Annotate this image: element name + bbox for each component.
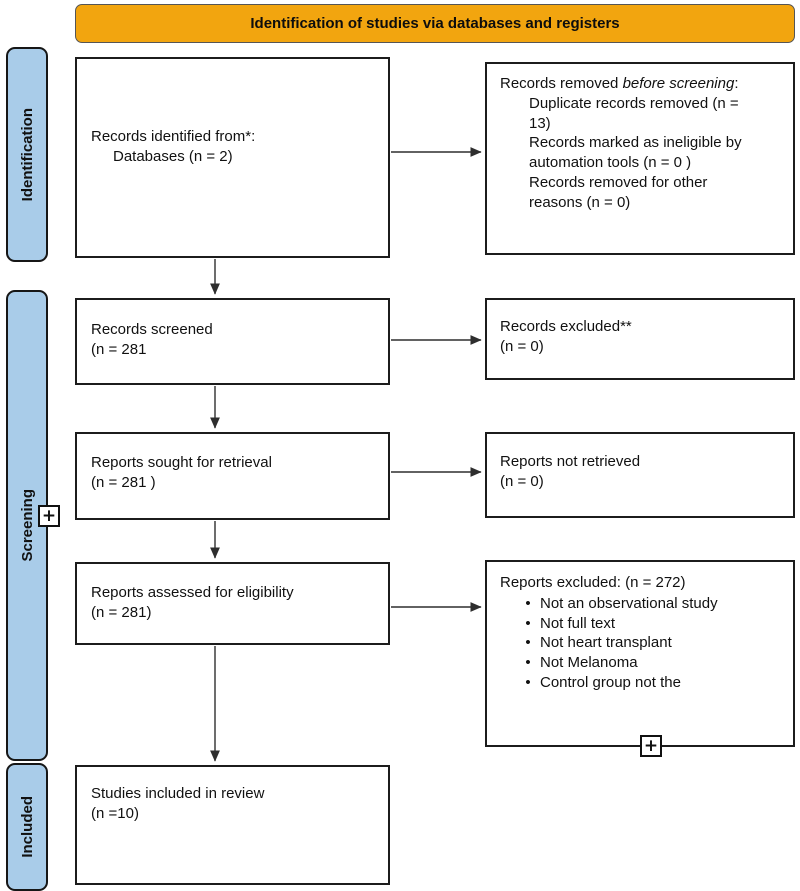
reports-not-retrieved-line2: (n = 0): [500, 473, 544, 490]
reports-sought-line2: (n = 281 ): [91, 474, 156, 491]
box-reports-not-retrieved: Reports not retrieved (n = 0): [485, 432, 795, 518]
records-screened-line2: (n = 281: [91, 340, 147, 358]
records-removed-intro: Records removed before screening:: [500, 75, 739, 92]
reports-assessed-line2: (n = 281): [91, 603, 152, 621]
reports-not-retrieved-line1: Reports not retrieved: [500, 453, 641, 471]
phase-label-screening-text: Screening: [18, 489, 36, 562]
expand-icon[interactable]: +: [640, 735, 662, 757]
diagram-title: Identification of studies via databases …: [250, 15, 620, 32]
records-excluded-line1: Records excluded**: [500, 318, 632, 336]
records-removed-item: Records marked as ineligible by automati…: [529, 134, 742, 172]
reports-excluded-title: Reports excluded: (n = 272): [500, 574, 686, 591]
diagram-title-banner: Identification of studies via databases …: [75, 4, 795, 43]
box-studies-included: Studies included in review (n =10): [75, 765, 390, 885]
bullet-icon: •: [525, 673, 531, 691]
reports-sought-line1: Reports sought for retrieval: [91, 454, 272, 472]
bullet-icon: •: [525, 614, 531, 632]
studies-included-line2: (n =10): [91, 804, 139, 822]
records-screened-line1: Records screened: [91, 320, 213, 338]
box-records-removed: Records removed before screening: Duplic…: [485, 62, 795, 255]
records-removed-item: Duplicate records removed (n = 13): [529, 94, 739, 132]
phase-label-identification: Identification: [6, 47, 48, 262]
phase-label-identification-text: Identification: [18, 107, 36, 202]
box-reports-assessed: Reports assessed for eligibility (n = 28…: [75, 562, 390, 645]
list-item: •Control group not the: [500, 673, 785, 693]
list-item: •Not heart transplant: [500, 633, 785, 653]
list-item: •Not an observational study: [500, 594, 785, 614]
records-identified-line2: Databases (n = 2): [113, 147, 233, 165]
box-records-screened: Records screened (n = 281: [75, 298, 390, 385]
box-reports-excluded: Reports excluded: (n = 272) •Not an obse…: [485, 560, 795, 747]
bullet-icon: •: [525, 654, 531, 672]
list-item: •Not Melanoma: [500, 653, 785, 673]
list-item: •Not full text: [500, 614, 785, 634]
reports-excluded-list: •Not an observational study •Not full te…: [500, 594, 785, 693]
bullet-icon: •: [525, 634, 531, 652]
phase-label-included-text: Included: [18, 796, 36, 858]
records-excluded-line2: (n = 0): [500, 338, 544, 355]
records-removed-item: Records removed for other reasons (n = 0…: [529, 173, 708, 211]
records-identified-line1: Records identified from*:: [91, 127, 256, 145]
records-removed-intro-italic: before screening: [622, 75, 735, 92]
studies-included-line1: Studies included in review: [91, 785, 265, 802]
records-removed-list: Duplicate records removed (n = 13) Recor…: [500, 94, 775, 213]
expand-icon[interactable]: +: [38, 505, 60, 527]
bullet-icon: •: [525, 594, 531, 612]
box-records-excluded: Records excluded** (n = 0): [485, 298, 795, 380]
box-records-identified: Records identified from*: Databases (n =…: [75, 57, 390, 258]
box-reports-sought: Reports sought for retrieval (n = 281 ): [75, 432, 390, 520]
phase-label-included: Included: [6, 763, 48, 891]
reports-assessed-line1: Reports assessed for eligibility: [91, 583, 294, 601]
